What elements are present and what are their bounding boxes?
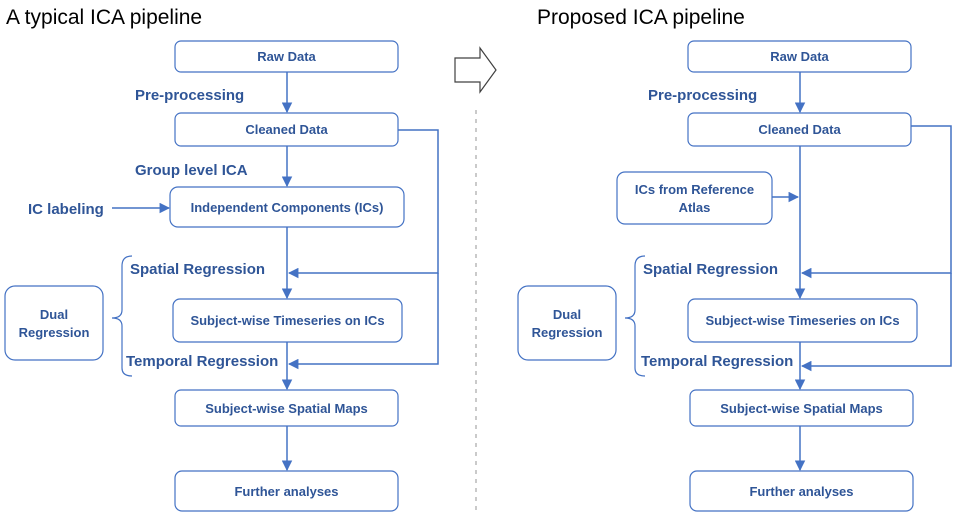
transition-arrow-icon <box>454 46 497 94</box>
temporal-regression-label: Temporal Regression <box>641 353 793 370</box>
proposed-pipeline-title: Proposed ICA pipeline <box>537 6 745 29</box>
dual-regression-label-line1: Dual <box>553 307 581 322</box>
feedback-line-temporal <box>287 273 439 370</box>
reference-atlas-label-line2: Atlas <box>679 200 711 215</box>
proposed-pipeline: Proposed ICA pipeline Raw Data Pre-proce… <box>517 6 952 512</box>
subject-timeseries-label: Subject-wise Timeseries on ICs <box>705 313 899 328</box>
subject-spatial-maps-label: Subject-wise Spatial Maps <box>205 401 368 416</box>
spatial-regression-label: Spatial Regression <box>643 261 778 278</box>
dual-regression-brace <box>624 255 646 377</box>
cleaned-data-label: Cleaned Data <box>245 122 328 137</box>
cleaned-data-label: Cleaned Data <box>758 122 841 137</box>
dual-regression-label-line2: Regression <box>532 325 603 340</box>
dual-regression-box <box>4 285 104 361</box>
subject-timeseries-label: Subject-wise Timeseries on ICs <box>190 313 384 328</box>
feedback-line-spatial <box>800 125 952 279</box>
raw-data-label: Raw Data <box>770 49 829 64</box>
dual-regression-label-line1: Dual <box>40 307 68 322</box>
independent-components-label: Independent Components (ICs) <box>191 200 384 215</box>
feedback-line-temporal <box>800 273 952 372</box>
typical-pipeline: A typical ICA pipeline Raw Data Pre-proc… <box>4 6 439 512</box>
raw-data-label: Raw Data <box>257 49 316 64</box>
temporal-regression-label: Temporal Regression <box>126 353 278 370</box>
group-ica-label: Group level ICA <box>135 162 248 179</box>
subject-spatial-maps-label: Subject-wise Spatial Maps <box>720 401 883 416</box>
ic-labeling-label: IC labeling <box>28 201 104 218</box>
dual-regression-brace <box>111 255 133 377</box>
typical-pipeline-title: A typical ICA pipeline <box>6 6 202 29</box>
spatial-regression-label: Spatial Regression <box>130 261 265 278</box>
preprocessing-label: Pre-processing <box>648 87 757 104</box>
preprocessing-label: Pre-processing <box>135 87 244 104</box>
reference-atlas-box <box>616 171 773 225</box>
reference-atlas-label-line1: ICs from Reference <box>635 182 754 197</box>
dual-regression-label-line2: Regression <box>19 325 90 340</box>
feedback-line-spatial <box>287 129 439 279</box>
dual-regression-box <box>517 285 617 361</box>
further-analyses-label: Further analyses <box>749 484 853 499</box>
further-analyses-label: Further analyses <box>234 484 338 499</box>
